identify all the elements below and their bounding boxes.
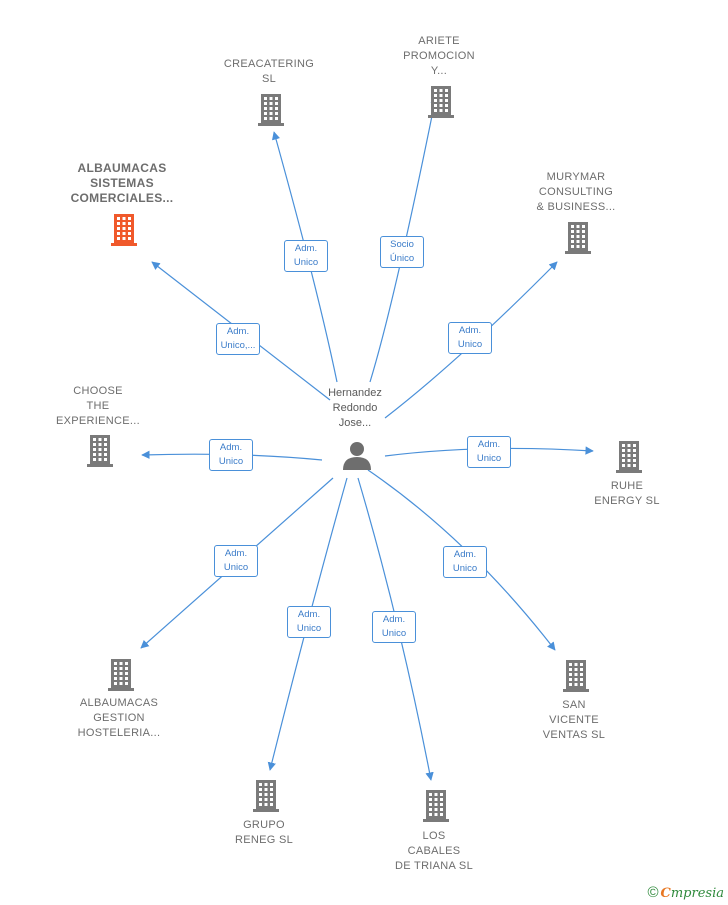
building-icon-ariete[interactable]: [428, 86, 454, 118]
role-badge-line: Adm.: [224, 548, 248, 559]
building-icon-ruhe[interactable]: [616, 441, 642, 473]
company-label-san-vicente[interactable]: SAN VICENTE VENTAS SL: [543, 698, 605, 743]
role-badge-choose[interactable]: Adm. Unico: [209, 439, 253, 471]
building-icon-grupo-reneg[interactable]: [253, 780, 279, 812]
role-badge-line: Unico: [293, 257, 319, 268]
center-line: Redondo: [332, 402, 378, 414]
role-badge-ruhe[interactable]: Adm. Unico: [467, 436, 511, 468]
brand-letter: C: [660, 886, 671, 901]
company-label-creacatering[interactable]: CREACATERING SL: [224, 57, 314, 87]
company-label-line: CHOOSE: [73, 385, 123, 397]
role-badge-line: Adm.: [226, 326, 250, 337]
building-icon-murymar[interactable]: [565, 222, 591, 254]
role-badge-line: Unico: [223, 562, 249, 573]
role-badge-san-vicente[interactable]: Adm. Unico: [443, 546, 487, 578]
role-badge-line: Unico: [218, 456, 244, 467]
role-badge-line: Adm.: [458, 325, 482, 336]
company-label-line: RENEG SL: [234, 834, 294, 846]
company-label-line: DE TRIANA SL: [395, 860, 473, 872]
company-label-murymar[interactable]: MURYMAR CONSULTING & BUSINESS...: [536, 170, 615, 215]
company-label-line: COMERCIALES...: [70, 191, 174, 205]
role-badge-line: Adm.: [477, 439, 501, 450]
role-badge-line: Adm.: [294, 243, 318, 254]
role-badge-line: Unico: [452, 563, 478, 574]
center-person-label[interactable]: Hernandez Redondo Jose...: [328, 386, 382, 431]
company-label-choose[interactable]: CHOOSE THE EXPERIENCE...: [56, 384, 140, 429]
brand-text: mpresia: [670, 886, 724, 901]
center-line: Hernandez: [328, 387, 382, 399]
company-label-ruhe[interactable]: RUHE ENERGY SL: [594, 479, 659, 509]
building-icon-creacatering[interactable]: [258, 94, 284, 126]
role-badge-line: Unico: [476, 453, 502, 464]
company-label-line: GRUPO: [243, 819, 285, 831]
role-badge-line: Adm.: [297, 609, 321, 620]
role-badge-albaumacas-sistemas[interactable]: Adm. Unico,...: [216, 323, 260, 355]
company-label-line: PROMOCION: [403, 50, 475, 62]
company-label-los-cabales[interactable]: LOS CABALES DE TRIANA SL: [395, 829, 473, 874]
empresia-logo[interactable]: ©Cmpresia: [647, 884, 724, 901]
company-label-line: VENTAS SL: [542, 729, 606, 741]
company-label-line: MURYMAR: [546, 171, 606, 183]
role-badge-grupo-reneg[interactable]: Adm. Unico: [287, 606, 331, 638]
role-badge-albaumacas-gestion[interactable]: Adm. Unico: [214, 545, 258, 577]
role-badge-line: Único: [389, 253, 415, 264]
company-label-line: CONSULTING: [538, 186, 614, 198]
role-badge-line: Adm.: [219, 442, 243, 453]
role-badge-line: Unico: [381, 628, 407, 639]
building-icon-choose[interactable]: [87, 435, 113, 467]
edge-creacatering: [271, 131, 338, 383]
company-label-line: ALBAUMACAS: [77, 161, 167, 175]
role-badge-line: Unico,...: [220, 340, 256, 351]
company-label-line: EXPERIENCE...: [56, 415, 140, 427]
company-label-line: ENERGY SL: [594, 495, 660, 507]
company-label-line: THE: [86, 400, 110, 412]
company-label-line: SL: [261, 73, 277, 85]
building-icon-san-vicente[interactable]: [563, 660, 589, 692]
building-icon-albaumacas-sistemas[interactable]: [111, 214, 137, 246]
company-label-line: HOSTELERIA...: [77, 727, 161, 739]
company-label-ariete[interactable]: ARIETE PROMOCION Y...: [403, 34, 475, 79]
copyright-icon: ©: [647, 884, 659, 901]
company-label-line: RUHE: [610, 480, 644, 492]
building-icon-albaumacas-gestion[interactable]: [108, 659, 134, 691]
company-label-line: CREACATERING: [223, 58, 315, 70]
company-label-line: SISTEMAS: [90, 176, 154, 190]
company-label-line: LOS: [422, 830, 446, 842]
company-label-line: GESTION: [93, 712, 145, 724]
role-badge-line: Unico: [296, 623, 322, 634]
person-icon: [343, 442, 371, 470]
role-badge-line: Adm.: [382, 614, 406, 625]
role-badge-line: Unico: [457, 339, 483, 350]
company-label-line: ALBAUMACAS: [79, 697, 159, 709]
company-label-line: & BUSINESS...: [536, 201, 616, 213]
role-badge-los-cabales[interactable]: Adm. Unico: [372, 611, 416, 643]
role-badge-line: Adm.: [453, 549, 477, 560]
company-label-line: Y...: [430, 65, 448, 77]
role-badge-murymar[interactable]: Adm. Unico: [448, 322, 492, 354]
edge-ariete: [369, 95, 439, 383]
role-badge-line: Socio: [390, 239, 414, 250]
company-label-line: VICENTE: [549, 714, 599, 726]
company-label-albaumacas-gestion[interactable]: ALBAUMACAS GESTION HOSTELERIA...: [78, 696, 161, 741]
company-label-line: ARIETE: [418, 35, 460, 47]
role-badge-creacatering[interactable]: Adm. Unico: [284, 240, 328, 272]
center-line: Jose...: [338, 417, 372, 429]
building-icon-los-cabales[interactable]: [423, 790, 449, 822]
company-label-grupo-reneg[interactable]: GRUPO RENEG SL: [235, 818, 293, 848]
company-label-line: SAN: [562, 699, 586, 711]
company-label-line: CABALES: [407, 845, 461, 857]
